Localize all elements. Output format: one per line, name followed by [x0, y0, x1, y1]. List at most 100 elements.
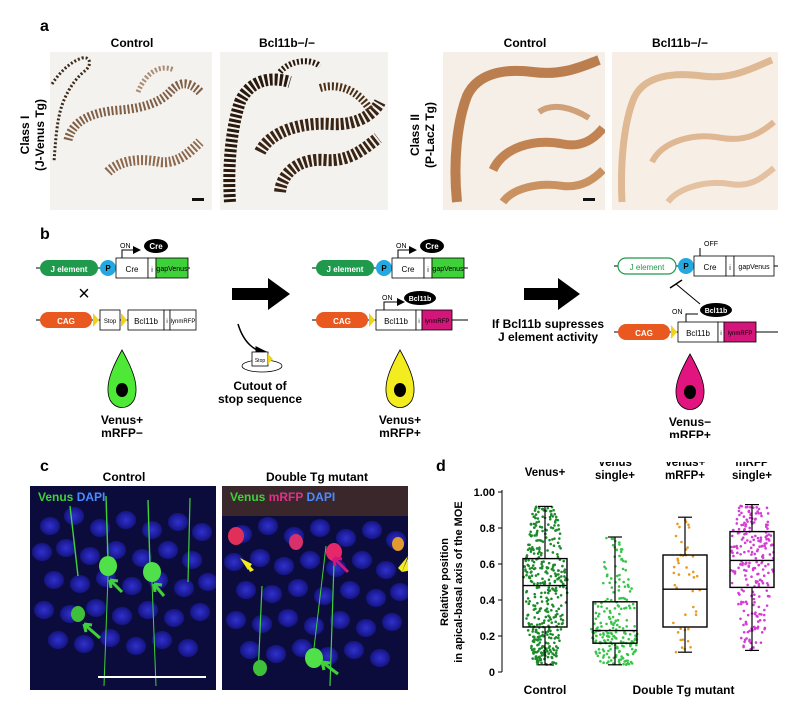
- data-point: [553, 653, 556, 657]
- data-point: [621, 567, 625, 571]
- data-point: [759, 540, 762, 543]
- data-point: [742, 630, 746, 634]
- data-point: [756, 627, 759, 630]
- panel-b-letter: b: [40, 226, 50, 243]
- data-point: [541, 645, 544, 648]
- data-point: [765, 506, 769, 510]
- data-point: [528, 543, 531, 547]
- data-point: [530, 570, 533, 573]
- data-point: [742, 600, 745, 604]
- data-point: [552, 544, 556, 548]
- data-point: [533, 509, 537, 512]
- data-point: [558, 639, 561, 643]
- scale-bar-a1: [192, 198, 204, 201]
- data-point: [742, 528, 746, 532]
- data-point: [685, 566, 688, 569]
- cell3-line1: Venus−: [669, 415, 711, 429]
- data-point: [611, 543, 615, 547]
- data-point: [541, 581, 545, 585]
- data-point: [761, 554, 765, 557]
- data-point: [614, 630, 618, 634]
- data-point: [605, 536, 608, 540]
- data-point: [594, 639, 598, 642]
- data-point: [537, 655, 541, 659]
- data-point: [601, 635, 604, 639]
- data-point: [561, 564, 564, 568]
- data-point: [542, 621, 546, 624]
- data-point: [541, 515, 545, 519]
- control-venus-label: Venus: [38, 490, 74, 504]
- micrograph-c-control: Venus DAPI: [30, 486, 216, 690]
- data-point: [618, 573, 621, 577]
- data-point: [749, 513, 752, 517]
- data-point: [538, 635, 542, 638]
- data-point: [622, 580, 625, 584]
- data-point: [547, 523, 550, 526]
- data-point: [544, 570, 547, 574]
- data-point: [620, 644, 624, 647]
- panel-a-mutant-title-2: Bcl11b−/−: [651, 36, 709, 50]
- data-point: [611, 615, 615, 619]
- data-point: [618, 612, 621, 616]
- data-point: [528, 576, 531, 580]
- data-point: [759, 536, 763, 539]
- bcl11b-2-label: Bcl11b: [384, 317, 408, 326]
- data-point: [540, 566, 544, 570]
- data-point: [540, 634, 544, 637]
- bcl11b-1-label: Bcl11b: [134, 317, 158, 326]
- data-point: [532, 652, 535, 655]
- data-point: [527, 622, 531, 626]
- data-point: [553, 572, 557, 575]
- data-point: [539, 539, 543, 543]
- y-axis-label-line2: in apical-basal axis of the MOE: [453, 501, 465, 662]
- data-point: [687, 523, 690, 527]
- data-point: [532, 522, 536, 526]
- data-point: [680, 540, 683, 544]
- j-element-1-label: J element: [51, 265, 88, 274]
- data-point: [605, 661, 609, 665]
- data-point: [741, 523, 745, 527]
- data-point: [757, 507, 761, 511]
- data-point: [748, 526, 752, 530]
- data-point: [754, 611, 757, 614]
- data-point: [529, 522, 533, 526]
- lynmrfp-2-label: lynmRFP: [425, 319, 450, 325]
- data-point: [623, 597, 627, 601]
- data-point: [625, 652, 629, 656]
- data-point: [764, 547, 767, 550]
- data-point: [743, 550, 746, 554]
- data-point: [548, 517, 552, 521]
- data-point: [623, 631, 626, 635]
- data-point: [749, 546, 753, 550]
- data-point: [602, 654, 606, 657]
- data-point: [555, 609, 558, 613]
- data-point: [763, 542, 766, 546]
- data-point: [553, 589, 557, 592]
- data-point: [613, 607, 617, 610]
- y-tick-label: 0.4: [480, 595, 496, 607]
- data-point: [611, 626, 615, 630]
- condition-line1: If Bcl11b supresses: [492, 317, 604, 331]
- data-point: [752, 521, 756, 524]
- data-point: [768, 595, 771, 598]
- data-point: [742, 609, 746, 613]
- data-point: [552, 508, 555, 512]
- data-point: [739, 545, 743, 548]
- category-label: mRFP+: [665, 470, 705, 482]
- data-point: [756, 615, 759, 618]
- data-point: [604, 567, 608, 570]
- data-point: [744, 578, 748, 581]
- data-point: [765, 589, 769, 592]
- data-point: [631, 652, 635, 656]
- data-point: [608, 609, 612, 613]
- data-point: [535, 547, 539, 550]
- data-point: [540, 562, 543, 566]
- off-label: OFF: [704, 241, 718, 248]
- data-point: [554, 645, 558, 648]
- data-point: [543, 591, 547, 594]
- data-point: [556, 612, 559, 616]
- data-point: [610, 632, 614, 636]
- data-point: [599, 621, 603, 625]
- data-point: [752, 603, 755, 607]
